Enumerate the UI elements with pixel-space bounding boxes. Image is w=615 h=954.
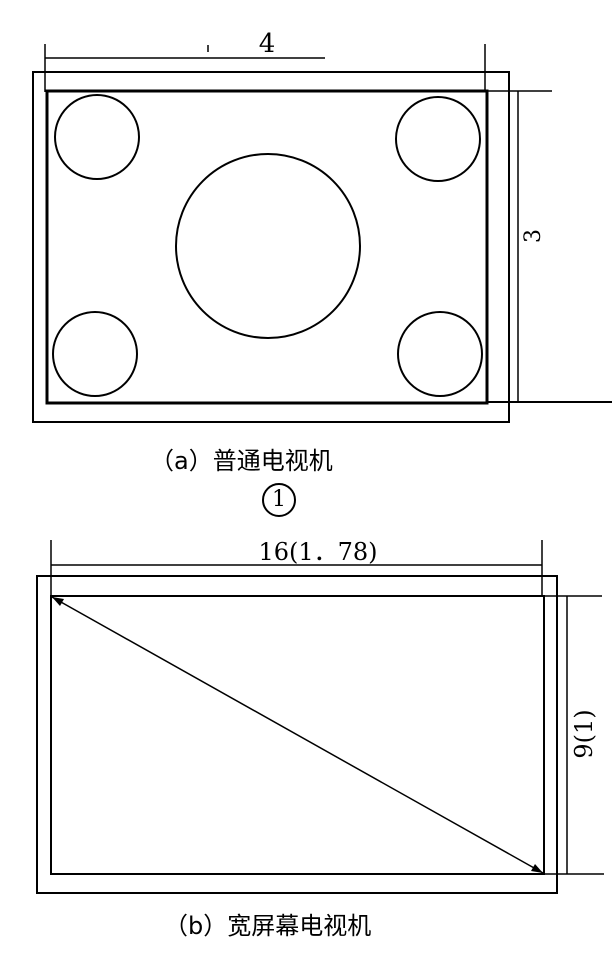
width-label-a: 4: [259, 29, 276, 59]
standard-tv-outer-frame: [32, 71, 510, 423]
widescreen-tv-outer-frame: [36, 575, 558, 894]
top-left-circle: [54, 94, 140, 180]
center-circle: [175, 153, 361, 339]
top-right-circle: [395, 96, 481, 182]
caption-a: （a）普通电视机: [150, 447, 333, 475]
screen-diagonal-line: [51, 596, 544, 874]
diagonal-arrow-head-start: [52, 597, 64, 606]
bottom-right-circle: [397, 311, 483, 397]
caption-b: （b）宽屏幕电视机: [164, 912, 372, 940]
standard-tv-figure: 4 3: [32, 29, 612, 423]
diagonal-arrow-head-end: [531, 864, 543, 873]
standard-tv-screen: [45, 89, 489, 405]
figure-number-badge: 1: [262, 483, 296, 517]
widescreen-tv-screen: [50, 595, 545, 875]
height-label-a: 3: [521, 229, 546, 243]
widescreen-tv-figure: 16(1．78) 9(1): [36, 538, 604, 894]
height-label-b: 9(1): [570, 709, 598, 758]
bottom-left-circle: [52, 311, 138, 397]
width-label-b: 16(1．78): [258, 538, 377, 566]
